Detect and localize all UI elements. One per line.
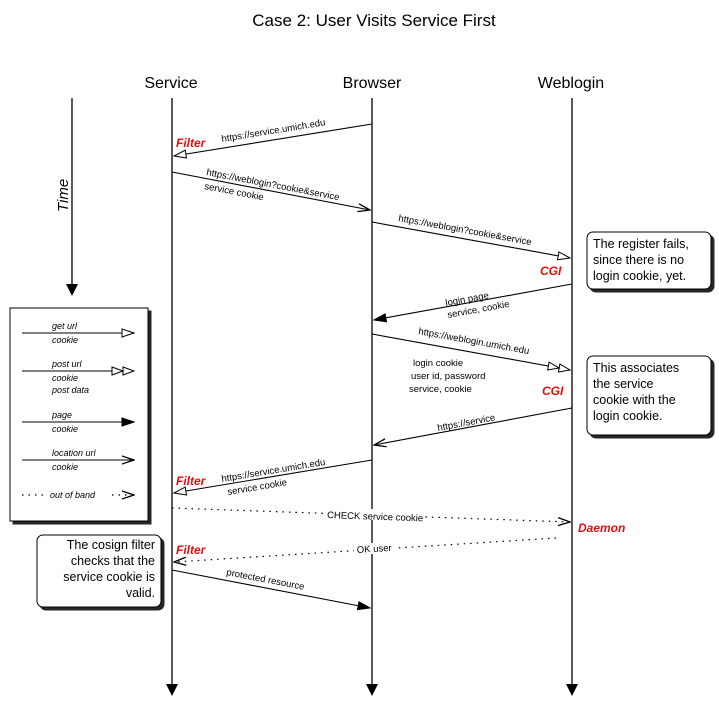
note-associates-line-1: This associates bbox=[593, 361, 679, 375]
msg-check-cookie-label: CHECK service cookie bbox=[327, 510, 423, 524]
msg-redirect-service-label: https://service bbox=[437, 412, 497, 433]
legend-location-cookie: cookie bbox=[52, 462, 78, 472]
column-service: Service bbox=[144, 75, 197, 92]
note-register-line-3: login cookie, yet. bbox=[593, 269, 686, 283]
msg-get-weblogin bbox=[371, 221, 570, 258]
msg-login-page bbox=[374, 283, 573, 320]
daemon-tag: Daemon bbox=[578, 521, 625, 535]
msg-protected-resource bbox=[171, 569, 370, 608]
legend-get-cookie: cookie bbox=[52, 335, 78, 345]
msg-redirect-weblogin bbox=[171, 171, 370, 210]
note-associates-line-4: login cookie. bbox=[593, 409, 663, 423]
filter-tag-1: Filter bbox=[176, 136, 207, 150]
column-weblogin: Weblogin bbox=[538, 75, 604, 92]
msg-ok-user-label: OK user bbox=[356, 543, 391, 556]
note-associates bbox=[586, 355, 712, 436]
note-associates-line-3: cookie with the bbox=[593, 393, 676, 407]
filter-tag-3: Filter bbox=[176, 543, 207, 557]
note-cosign-line-3: service cookie is bbox=[63, 570, 155, 584]
column-browser: Browser bbox=[343, 75, 402, 92]
cgi-tag-2: CGI bbox=[542, 384, 564, 398]
msg-get-service-label: https://service.umich.edu bbox=[221, 117, 326, 145]
time-axis-arrowhead bbox=[66, 284, 78, 296]
note-cosign-line-1: The cosign filter bbox=[67, 538, 155, 552]
browser-lifeline-end bbox=[366, 684, 378, 696]
note-cosign-filter bbox=[36, 534, 162, 608]
msg-post-login-cookie: login cookie bbox=[413, 358, 463, 369]
msg-ok-user-label-bg bbox=[354, 543, 396, 554]
note-register-line-2: since there is no bbox=[593, 253, 684, 267]
note-cosign-line-4: valid. bbox=[126, 586, 155, 600]
legend-post-data: post data bbox=[51, 385, 89, 395]
note-register-line-1: The register fails, bbox=[593, 237, 689, 251]
weblogin-lifeline-end bbox=[566, 684, 578, 696]
diagram-title: Case 2: User Visits Service First bbox=[252, 11, 496, 30]
msg-ok-user bbox=[174, 537, 557, 562]
legend-get-url: get url bbox=[52, 321, 78, 331]
legend-oob-label: out of band bbox=[50, 490, 96, 500]
msg-post-login-service: service, cookie bbox=[409, 384, 472, 395]
legend-page-cookie: cookie bbox=[52, 424, 78, 434]
msg-check-cookie-label-bg bbox=[325, 509, 425, 520]
msg-redirect-service bbox=[374, 407, 573, 445]
note-associates-line-2: the service bbox=[593, 377, 653, 391]
note-cosign-line-2: checks that the bbox=[71, 554, 155, 568]
note-register-fails bbox=[586, 231, 712, 290]
legend-post-url: post url bbox=[51, 359, 83, 369]
legend-location-url: location url bbox=[52, 448, 97, 458]
legend-box bbox=[9, 307, 149, 522]
msg-post-login-credentials: user id, password bbox=[411, 371, 485, 382]
msg-post-login bbox=[371, 333, 570, 370]
legend-page: page bbox=[51, 410, 72, 420]
msg-check-cookie bbox=[171, 507, 570, 522]
msg-get-service bbox=[174, 123, 373, 156]
time-label: Time bbox=[55, 179, 72, 212]
msg-get-service-with-cookie bbox=[174, 459, 373, 493]
cgi-tag-1: CGI bbox=[540, 264, 562, 278]
filter-tag-2: Filter bbox=[176, 474, 207, 488]
service-lifeline-end bbox=[166, 684, 178, 696]
msg-protected-resource-label: protected resource bbox=[225, 567, 305, 593]
legend-post-cookie: cookie bbox=[52, 373, 78, 383]
